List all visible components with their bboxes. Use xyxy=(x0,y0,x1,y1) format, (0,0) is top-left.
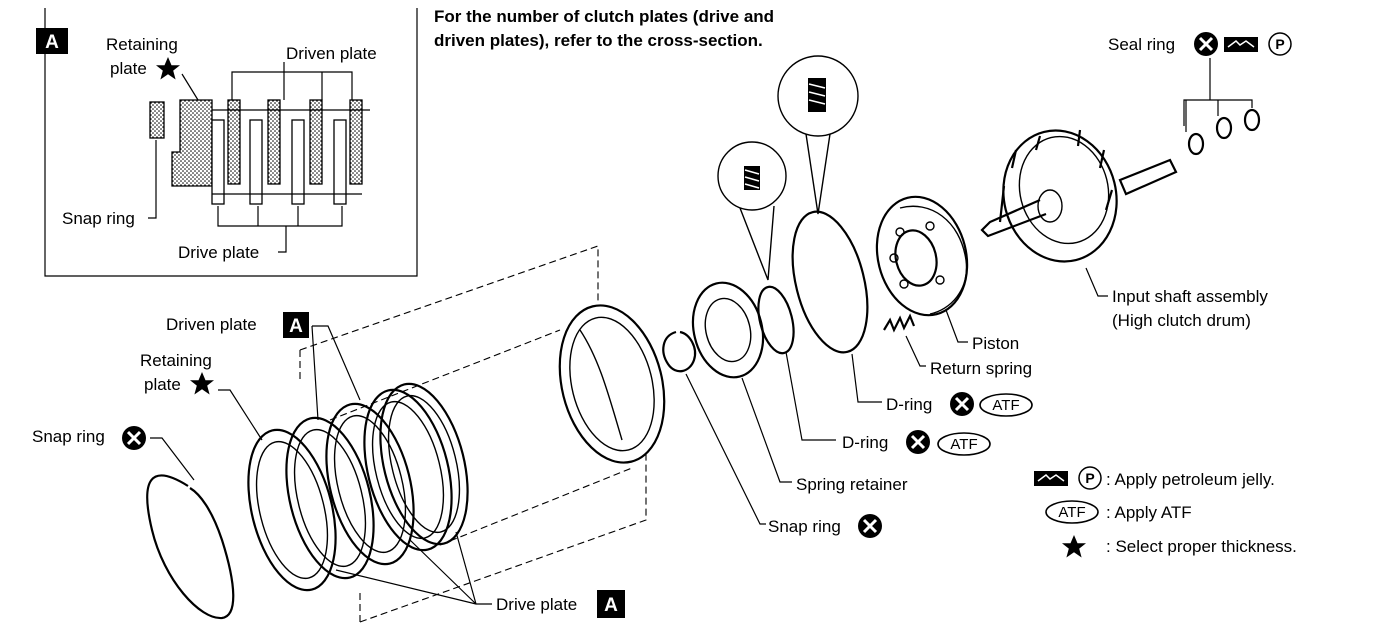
driven-plate-badge xyxy=(283,312,309,338)
callout-large-dring xyxy=(777,55,859,215)
legend-star-icon xyxy=(1062,535,1086,558)
stack-guide-lines xyxy=(299,245,647,623)
svg-text:P: P xyxy=(1275,36,1284,52)
svg-text:ATF: ATF xyxy=(950,436,977,453)
legend-atf-text: : Apply ATF xyxy=(1106,503,1192,522)
replace-icon-d-ring-2 xyxy=(904,428,932,456)
inset-badge xyxy=(36,28,68,54)
input-shaft-label-2: (High clutch drum) xyxy=(1112,311,1251,330)
legend-jelly-icon xyxy=(1033,470,1069,487)
legend-petroleum-text: : Apply petroleum jelly. xyxy=(1106,470,1275,489)
inset-badge-text: A xyxy=(45,32,59,53)
clutch-plate-stack xyxy=(247,382,469,592)
svg-text:A: A xyxy=(289,316,303,337)
drive-plate-label: Drive plate xyxy=(496,595,577,614)
snap-ring-outer xyxy=(146,474,235,620)
d-ring-label-1: D-ring xyxy=(886,395,932,414)
spring-retainer-part xyxy=(691,281,765,379)
inset-retaining-label-2: plate xyxy=(110,59,147,78)
piston-label: Piston xyxy=(972,334,1019,353)
spring-retainer-label: Spring retainer xyxy=(796,475,908,494)
input-shaft-label-1: Input shaft assembly xyxy=(1112,287,1268,306)
p-icon-seal-ring xyxy=(1268,32,1292,56)
svg-text:A: A xyxy=(604,595,618,616)
svg-text:ATF: ATF xyxy=(992,397,1019,414)
inset-driven-label: Driven plate xyxy=(286,44,377,63)
drive-plate-badge xyxy=(597,590,625,618)
rear-plate xyxy=(558,304,666,464)
seal-rings xyxy=(1183,58,1261,156)
input-shaft-assembly-part xyxy=(980,129,1178,263)
note-line-2: driven plates), refer to the cross-secti… xyxy=(434,31,763,50)
legend-p-icon xyxy=(1078,466,1102,490)
svg-text:ATF: ATF xyxy=(1058,504,1085,521)
retaining-plate-label-1: Retaining xyxy=(140,351,212,370)
snap-ring-inner-label: Snap ring xyxy=(768,517,841,536)
d-ring-label-2: D-ring xyxy=(842,433,888,452)
inset-cross-section: A Retaining plate Driven plate Snap ring… xyxy=(36,8,418,277)
callout-small-dring xyxy=(717,141,787,281)
return-spring-label: Return spring xyxy=(930,359,1032,378)
snap-ring-outer-label: Snap ring xyxy=(32,427,105,446)
legend: P : Apply petroleum jelly. ATF : Apply A… xyxy=(1033,466,1297,558)
legend-thickness-text: : Select proper thickness. xyxy=(1106,537,1297,556)
d-ring-large xyxy=(791,210,869,354)
jelly-icon-seal-ring xyxy=(1223,36,1259,53)
replace-icon-snap-ring-inner xyxy=(856,512,884,540)
return-spring-part xyxy=(883,313,916,333)
note-line-1: For the number of clutch plates (drive a… xyxy=(434,7,774,26)
replace-icon-seal-ring xyxy=(1192,30,1220,58)
driven-plate-label: Driven plate xyxy=(166,315,257,334)
replace-icon-snap-ring-outer xyxy=(120,424,148,452)
svg-text:P: P xyxy=(1085,470,1094,486)
star-icon-retaining-plate xyxy=(190,372,214,395)
inset-retaining-label-1: Retaining xyxy=(106,35,178,54)
inset-retaining-plate xyxy=(171,99,213,187)
d-ring-small xyxy=(757,285,795,355)
retaining-plate-label-2: plate xyxy=(144,375,181,394)
inset-snap-ring xyxy=(149,101,165,139)
piston-part xyxy=(875,195,969,317)
inset-drive-label: Drive plate xyxy=(178,243,259,262)
snap-ring-inner xyxy=(662,330,697,373)
replace-icon-d-ring-1 xyxy=(948,390,976,418)
seal-ring-label: Seal ring xyxy=(1108,35,1175,54)
inset-snap-label: Snap ring xyxy=(62,209,135,228)
inset-star-icon xyxy=(156,57,180,80)
